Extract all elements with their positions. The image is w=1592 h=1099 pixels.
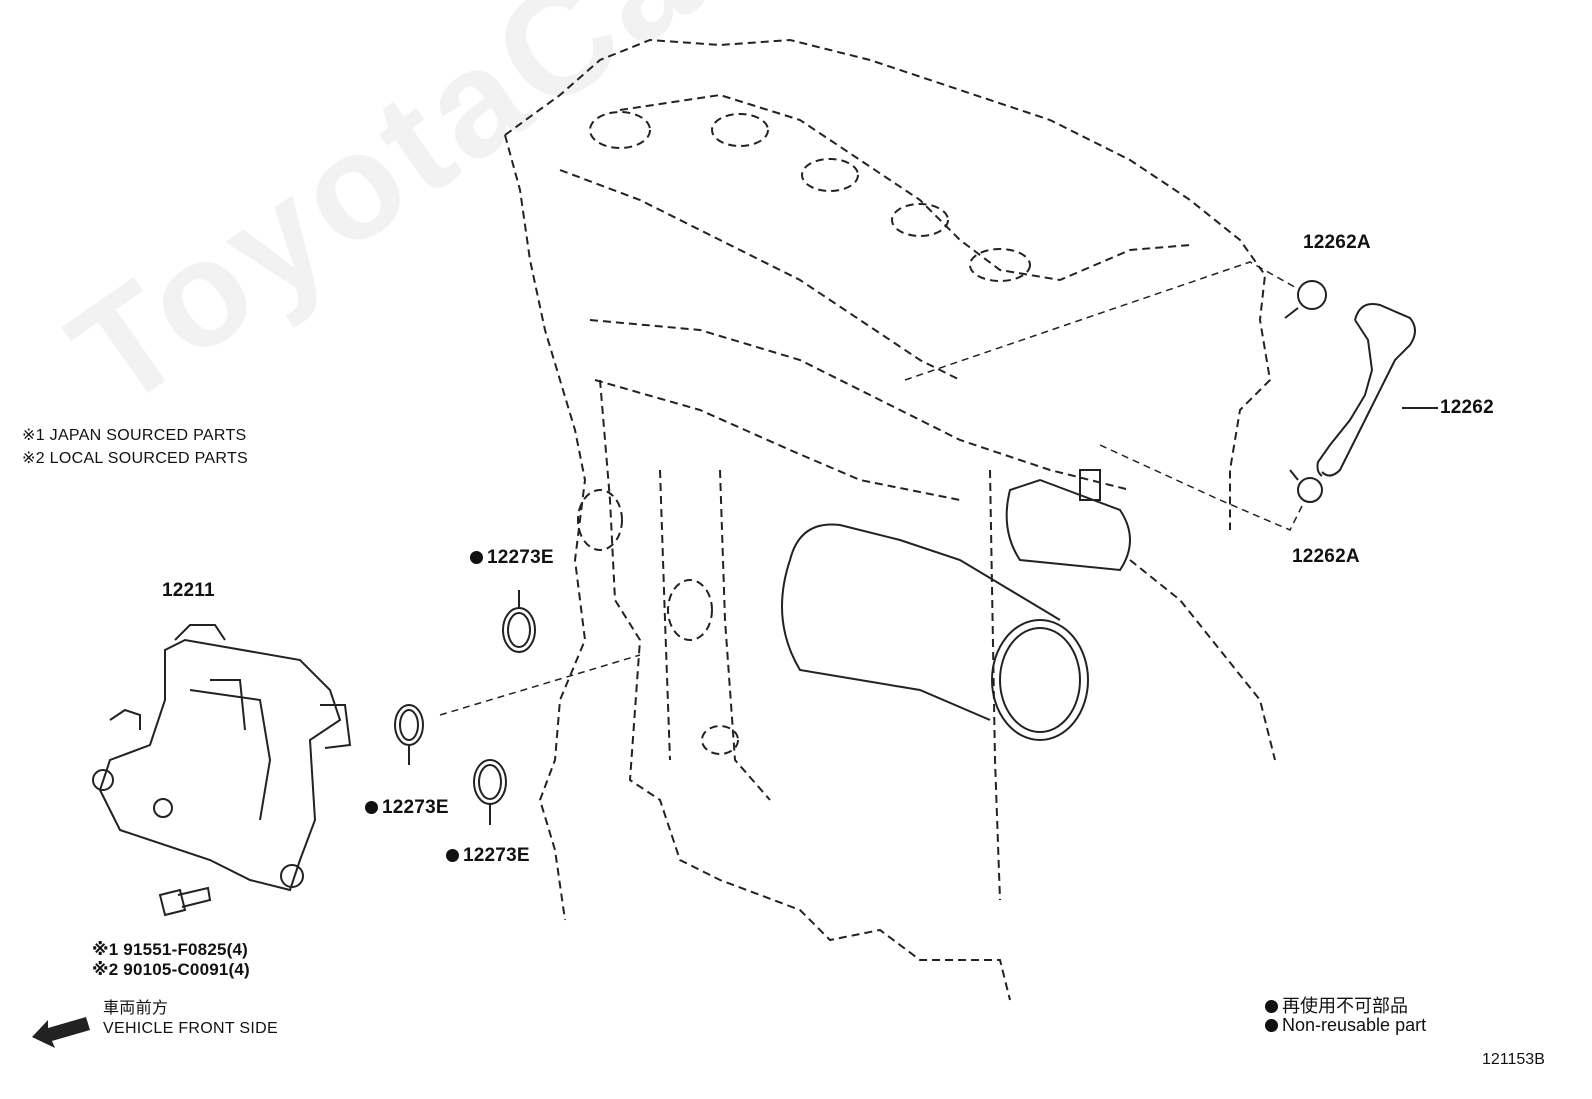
hose-clamp-top-label: 12262A bbox=[1303, 232, 1371, 253]
gasket-a-label: 12273E bbox=[470, 547, 554, 569]
hose-clamp-bottom bbox=[1289, 469, 1323, 503]
leader-lines bbox=[439, 261, 1306, 716]
hose-clamp-bottom-label: 12262A bbox=[1292, 546, 1360, 567]
intake-tube bbox=[781, 469, 1131, 741]
hose-clamp-top bbox=[1284, 280, 1327, 319]
non-reusable-dot-icon bbox=[470, 551, 483, 564]
note-japan-sourced: ※1 JAPAN SOURCED PARTS bbox=[22, 427, 247, 444]
gasket-c-label: 12273E bbox=[446, 845, 530, 867]
non-reusable-dot-icon bbox=[1265, 1019, 1278, 1032]
direction-label-jp: 車両前方 bbox=[103, 1000, 169, 1017]
non-reusable-dot-icon bbox=[446, 849, 459, 862]
vehicle-front-arrow-icon bbox=[32, 1017, 90, 1048]
hose-leader bbox=[1402, 407, 1438, 409]
non-reusable-dot-icon bbox=[365, 801, 378, 814]
bolt-japan-label: ※1 91551-F0825(4) bbox=[92, 940, 249, 959]
engine-block-outline bbox=[504, 38, 1276, 1001]
gasket-b-label: 12273E bbox=[365, 797, 449, 819]
oil-separator bbox=[92, 624, 352, 892]
diagram-id: 121153B bbox=[1482, 1051, 1545, 1068]
non-reusable-dot-icon bbox=[1265, 1000, 1278, 1013]
note-local-sourced: ※2 LOCAL SOURCED PARTS bbox=[22, 450, 248, 467]
legend-row-en: Non-reusable part bbox=[1265, 1015, 1426, 1036]
ventilation-hose bbox=[1316, 303, 1416, 477]
bolt-local-label: ※2 90105-C0091(4) bbox=[92, 960, 250, 979]
oil-separator-label: 12211 bbox=[162, 580, 215, 601]
direction-label-en: VEHICLE FRONT SIDE bbox=[103, 1020, 278, 1037]
legend-row-jp: 再使用不可部品 bbox=[1265, 992, 1408, 1018]
gasket-icon bbox=[394, 590, 536, 825]
ventilation-hose-label: 12262 bbox=[1440, 397, 1494, 418]
bolt-icon bbox=[158, 886, 212, 917]
